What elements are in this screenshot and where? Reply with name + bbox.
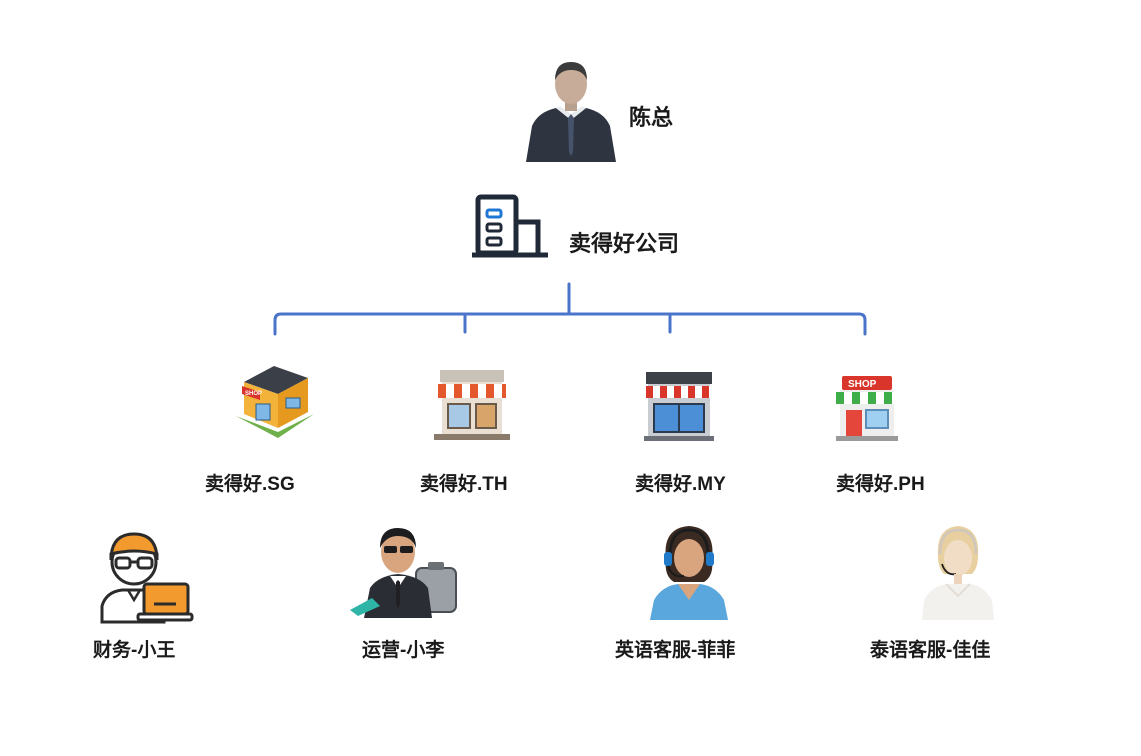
- store-ph-icon: SHOP: [832, 372, 902, 442]
- store-th-label: 卖得好.TH: [420, 474, 508, 495]
- staff-finance-avatar: [94, 528, 194, 624]
- shop-sign-text: SHOP: [848, 379, 877, 390]
- customer-service-headset-icon: [922, 526, 994, 620]
- storefront-gray-icon: [644, 372, 714, 441]
- operator-icon: [350, 528, 457, 618]
- staff-operations-label: 运营-小李: [362, 640, 445, 661]
- store-my-icon: [640, 368, 718, 442]
- org-connector: [272, 282, 868, 338]
- staff-operations-avatar: [350, 522, 460, 618]
- staff-english-cs-label: 英语客服-菲菲: [615, 640, 736, 661]
- store-my-label: 卖得好.MY: [635, 474, 726, 495]
- storefront-awning-icon: [434, 370, 510, 440]
- customer-service-headset-icon: [650, 526, 728, 620]
- shop-building-icon: SHOP: [236, 366, 314, 438]
- bracket-connector: [273, 282, 867, 336]
- shop-sign-text: SHOP: [245, 391, 262, 397]
- shop-green-awning-icon: SHOP: [836, 376, 898, 441]
- staff-finance-label: 财务-小王: [93, 640, 176, 661]
- store-sg-icon: SHOP: [230, 358, 318, 440]
- store-th-icon: [430, 364, 514, 442]
- staff-english-cs-avatar: [644, 520, 734, 620]
- store-sg-label: 卖得好.SG: [205, 474, 295, 495]
- businessman-icon: [526, 62, 616, 162]
- ceo-name: 陈总: [629, 105, 674, 130]
- ceo-avatar: [524, 58, 618, 162]
- building-icon: [472, 194, 548, 258]
- finance-worker-icon: [100, 532, 194, 624]
- company-name: 卖得好公司: [569, 231, 680, 256]
- staff-thai-cs-avatar: [916, 520, 1000, 620]
- company-building: [470, 192, 550, 260]
- store-ph-label: 卖得好.PH: [836, 474, 925, 495]
- staff-thai-cs-label: 泰语客服-佳佳: [870, 640, 991, 661]
